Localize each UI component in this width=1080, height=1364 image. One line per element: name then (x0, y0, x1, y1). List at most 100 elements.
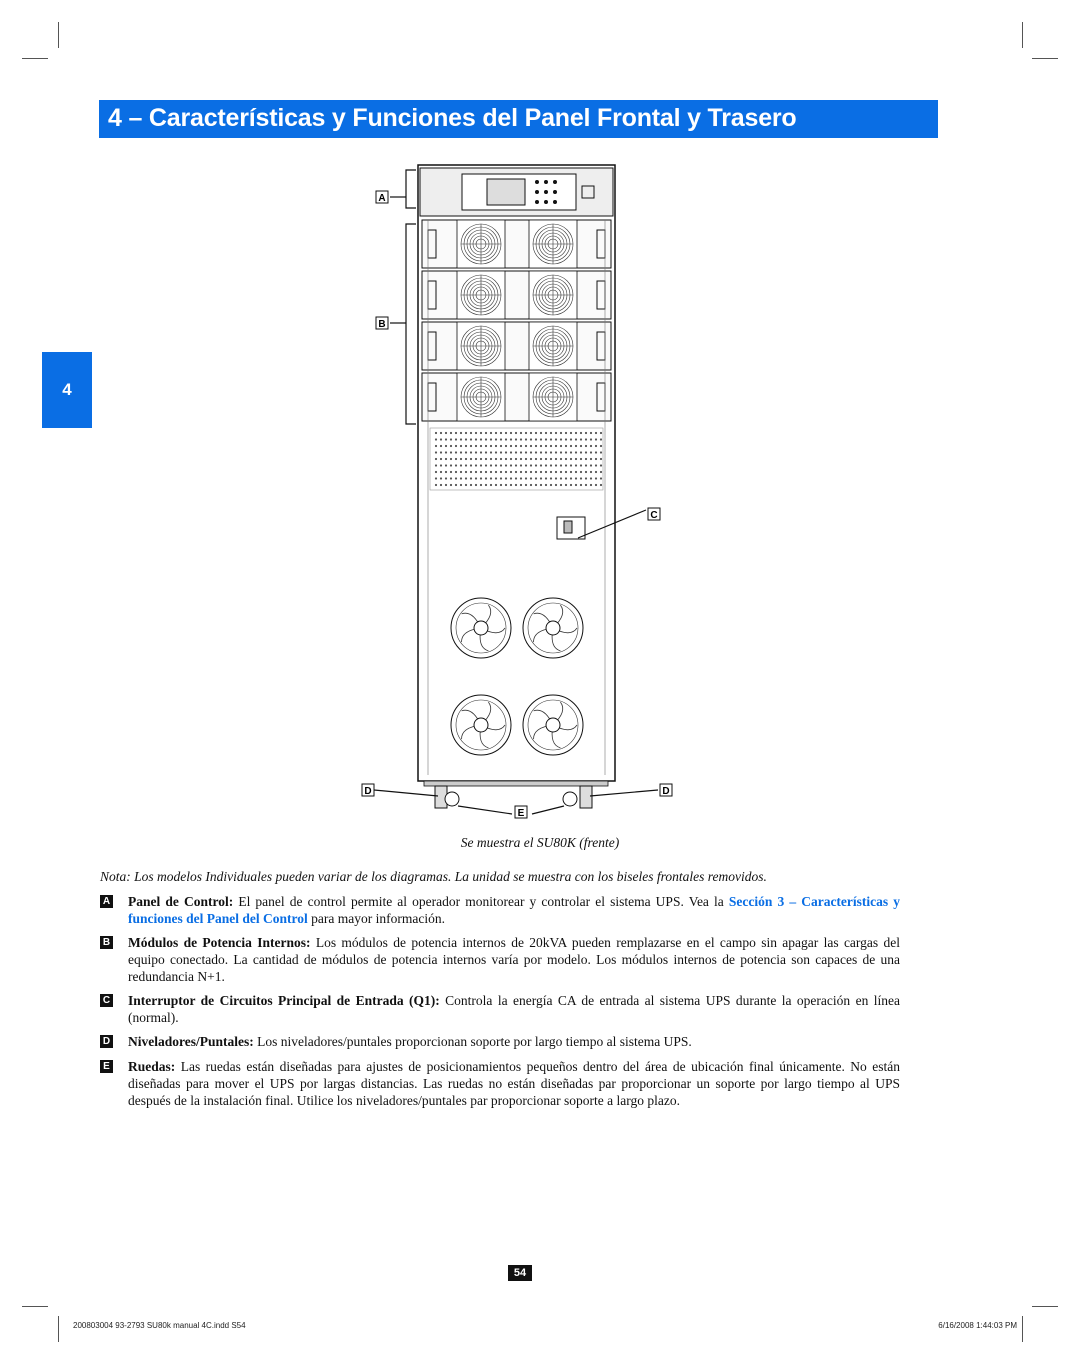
vent-hole (559, 470, 563, 474)
vent-hole (444, 470, 448, 474)
vent-hole (599, 431, 603, 435)
callout-d-left: D (364, 786, 371, 797)
vent-hole (444, 451, 448, 454)
vent-hole (434, 470, 438, 474)
vent-hole (514, 444, 518, 448)
vent-hole (494, 444, 498, 448)
vent-hole (484, 431, 488, 435)
vent-hole (494, 457, 498, 461)
vent-hole (599, 444, 603, 448)
vent-hole (564, 470, 568, 474)
vent-hole (539, 438, 543, 441)
vent-hole (469, 457, 473, 461)
vent-hole (574, 431, 578, 435)
vent-hole (539, 464, 543, 467)
vent-hole (504, 470, 508, 474)
vent-hole (454, 431, 458, 435)
vent-hole (439, 451, 443, 454)
vent-hole (519, 477, 523, 480)
vent-hole (434, 464, 438, 467)
item-input-breaker: Interruptor de Circuitos Principal de En… (128, 992, 900, 1026)
vent-hole (529, 464, 533, 467)
vent-hole (539, 431, 543, 435)
vent-hole (544, 444, 548, 448)
vent-hole (454, 477, 458, 480)
vent-hole (589, 470, 593, 474)
vent-hole (434, 457, 438, 461)
vent-hole (529, 457, 533, 461)
vent-hole (514, 477, 518, 480)
vent-hole (569, 451, 573, 454)
vent-hole (519, 483, 523, 487)
vent-hole (474, 477, 478, 480)
vent-hole (579, 431, 583, 435)
vent-hole (569, 444, 573, 448)
vent-hole (484, 444, 488, 448)
vent-hole (504, 438, 508, 441)
vent-hole (479, 457, 483, 461)
item-text: para mayor información. (307, 911, 445, 926)
vent-hole (434, 451, 438, 454)
vent-hole (489, 470, 493, 474)
vent-hole (484, 470, 488, 474)
vent-hole (484, 457, 488, 461)
vent-hole (479, 438, 483, 441)
callout-a: A (378, 193, 385, 204)
vent-hole (564, 444, 568, 448)
vent-hole (584, 431, 588, 435)
vent-hole (564, 438, 568, 441)
vent-hole (534, 464, 538, 467)
vent-hole (529, 470, 533, 474)
vent-hole (449, 444, 453, 448)
vent-hole (499, 444, 503, 448)
item-badge-a: A (100, 895, 113, 908)
vent-hole (474, 438, 478, 441)
vent-hole (559, 431, 563, 435)
vent-hole (589, 451, 593, 454)
vent-hole (489, 457, 493, 461)
vent-hole (514, 483, 518, 487)
vent-hole (454, 483, 458, 487)
vent-hole (549, 438, 553, 441)
vent-hole (569, 470, 573, 474)
vent-hole (489, 438, 493, 441)
vent-hole (439, 438, 443, 441)
vent-hole (509, 457, 513, 461)
section-3-link[interactable]: Sección 3 – Características y funciones … (128, 894, 901, 926)
fan-icon (528, 219, 578, 269)
vent-hole (589, 438, 593, 441)
chapter-tab: 4 (42, 352, 92, 428)
vent-hole (464, 470, 468, 474)
vent-hole (519, 464, 523, 467)
item-text: Los niveladores/puntales proporcionan so… (253, 1034, 692, 1049)
fan-icon (456, 372, 506, 422)
vent-hole (524, 464, 528, 467)
vent-hole (569, 483, 573, 487)
vent-hole (559, 444, 563, 448)
vent-hole (484, 451, 488, 454)
vent-hole (594, 483, 598, 487)
vent-hole (459, 451, 463, 454)
vent-hole (449, 457, 453, 461)
vent-hole (539, 483, 543, 487)
vent-hole (494, 464, 498, 467)
vent-hole (579, 477, 583, 480)
vent-hole (579, 444, 583, 448)
vent-hole (444, 457, 448, 461)
vent-hole (524, 438, 528, 441)
vent-hole (579, 438, 583, 441)
crop-mark (58, 1316, 59, 1342)
vent-hole (549, 457, 553, 461)
fan-icon (528, 372, 578, 422)
vent-hole (444, 438, 448, 441)
vent-hole (454, 470, 458, 474)
vent-hole (499, 438, 503, 441)
vent-hole (564, 451, 568, 454)
vent-hole (489, 451, 493, 454)
fan-icon (456, 270, 506, 320)
vent-hole (474, 431, 478, 435)
vent-hole (459, 464, 463, 467)
vent-hole (584, 451, 588, 454)
vent-hole (449, 431, 453, 435)
vent-hole (524, 477, 528, 480)
